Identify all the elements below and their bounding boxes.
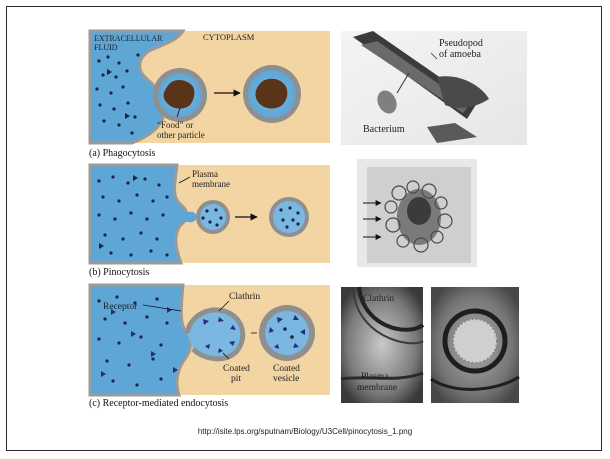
caption-receptor-mediated: (c) Receptor-mediated endocytosis (89, 398, 228, 409)
label-photo-plasma: Plasma (361, 372, 389, 382)
label-receptor: Receptor (103, 302, 138, 312)
panel-phagocytosis: EXTRACELLULAR FLUID CYTOPLASM “Food” or … (89, 31, 527, 159)
label-coated-pit-l2: pit (231, 374, 241, 384)
label-bacterium: Bacterium (363, 124, 405, 135)
caption-pinocytosis: (b) Pinocytosis (89, 267, 149, 278)
label-clathrin: Clathrin (229, 292, 260, 302)
label-photo-membrane: membrane (357, 383, 397, 393)
panel-receptor-mediated: Receptor Clathrin Coated pit Coated vesi… (89, 285, 519, 409)
pinosome (273, 201, 305, 233)
label-coated-vesicle-l1: Coated (273, 364, 300, 374)
micrograph-coated-vesicle (431, 287, 519, 403)
endocytosis-figure: EXTRACELLULAR FLUID CYTOPLASM “Food” or … (7, 7, 603, 452)
source-url: http://isite.lps.org/sputnam/Biology/U3C… (7, 427, 603, 436)
label-extracellular: EXTRACELLULAR (94, 34, 163, 43)
caption-phagocytosis: (a) Phagocytosis (89, 148, 155, 159)
label-photo-clathrin: Clathrin (363, 294, 394, 304)
label-coated-vesicle-l2: vesicle (273, 374, 299, 384)
label-food-l1: “Food” or (157, 120, 193, 130)
label-cytoplasm: CYTOPLASM (203, 32, 255, 42)
label-pseudopod-l2: of amoeba (439, 49, 481, 60)
extracellular-fluid-b (90, 165, 187, 263)
micrograph-pinocytosis (357, 159, 477, 267)
label-pseudopod-l1: Pseudopod (439, 38, 483, 49)
label-coated-pit-l1: Coated (223, 364, 250, 374)
slide-frame: EXTRACELLULAR FLUID CYTOPLASM “Food” or … (6, 6, 602, 451)
label-membrane: membrane (192, 179, 230, 189)
label-fluid: FLUID (94, 43, 118, 52)
label-plasma: Plasma (192, 169, 218, 179)
panel-pinocytosis: Plasma membrane (b) Pinocytosis (89, 159, 477, 278)
label-food-l2: other particle (157, 130, 205, 140)
coated-pit (187, 310, 243, 359)
